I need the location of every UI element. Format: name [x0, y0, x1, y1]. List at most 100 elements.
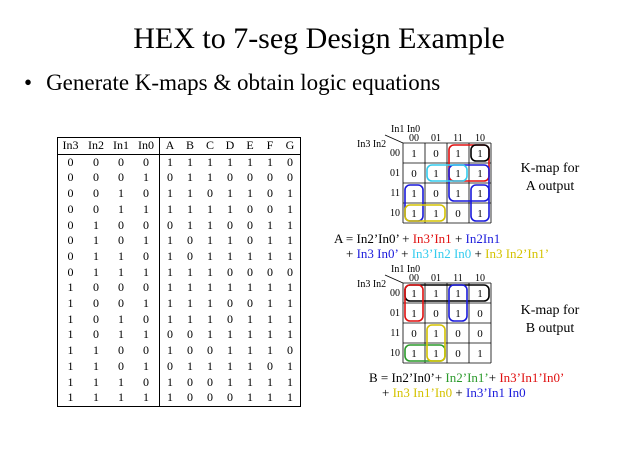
table-cell: 1 — [267, 280, 273, 295]
kmap-cell: 1 — [433, 168, 439, 180]
kmap-row-label: 01 — [390, 308, 400, 319]
kmap-cell: 0 — [411, 328, 417, 340]
table-cell: 1 — [67, 358, 74, 373]
table-cell: 0 — [227, 264, 233, 279]
kmap-cell: 1 — [477, 188, 483, 200]
table-cell: 1 — [247, 390, 253, 405]
kmap-cell: 0 — [455, 208, 461, 220]
table-cell: 0 — [227, 390, 233, 405]
kmap-row-label: 11 — [390, 328, 400, 339]
table-cell: 1 — [118, 186, 124, 201]
kmap-row-label: 00 — [390, 288, 400, 299]
table-cell: 0 — [133, 343, 160, 359]
table-cell: 1 — [227, 343, 233, 358]
kmap-cell: 0 — [433, 188, 439, 200]
table-cell: 1 — [207, 201, 213, 216]
kmap-group-loop — [426, 164, 468, 182]
table-cell: 0 — [267, 170, 273, 185]
table-cell: 0 — [67, 201, 74, 216]
table-cell: 0 — [118, 154, 124, 169]
kmap-row-var: In3 In2 — [357, 139, 386, 150]
table-cell: 1 — [167, 233, 173, 248]
table-cell: 1 — [267, 343, 273, 358]
equation-term: + — [488, 370, 500, 385]
bullet-point: •Generate K-maps & obtain logic equation… — [24, 70, 440, 96]
kmap-group-loop — [448, 164, 490, 202]
bullet-text: Generate K-maps & obtain logic equations — [46, 70, 441, 95]
table-cell: 0 — [93, 280, 99, 295]
table-cell: 0 — [167, 217, 173, 232]
table-cell: 1 — [187, 311, 193, 326]
table-cell: 0 — [247, 217, 253, 232]
table-cell: 0 — [247, 296, 253, 311]
kmap-cell: 1 — [455, 308, 461, 320]
kmap-a-label-line2: A output — [525, 179, 575, 194]
table-cell: 1 — [207, 358, 213, 373]
table-cell: 0 — [133, 374, 160, 391]
kmap-cell: 1 — [411, 208, 417, 220]
table-cell: 1 — [267, 233, 273, 248]
table-cell: 1 — [133, 264, 160, 281]
table-cell: 1 — [133, 296, 160, 312]
table-cell: 1 — [207, 248, 213, 263]
table-cell: 0 — [187, 374, 193, 389]
equation-a-line2: + In3 In0’ + In3’In2 In0 + In3 In2’In1’ — [346, 246, 549, 262]
table-cell: 1 — [207, 327, 213, 342]
column-header: B — [180, 137, 200, 155]
table-cell: 1 — [167, 390, 173, 405]
kmap-col-label: 10 — [475, 273, 485, 284]
table-cell: 1 — [187, 201, 193, 216]
table-cell: 1 — [207, 170, 213, 185]
kmap-cell: 1 — [433, 348, 439, 360]
table-cell: 0 — [93, 186, 99, 201]
table-cell: 0 — [67, 248, 74, 263]
table-cell: 0 — [167, 327, 173, 342]
equation-term: In3 In0’ — [356, 246, 398, 261]
table-cell: 0 — [267, 201, 273, 216]
table-cell: 1 — [118, 264, 124, 279]
table-cell: 1 — [207, 296, 213, 311]
kmap-cell: 1 — [411, 288, 417, 300]
column-header: E — [240, 137, 260, 155]
table-cell: 0 — [187, 343, 193, 358]
table-cell: 1 — [247, 358, 253, 373]
equation-term: In2’In1’ — [445, 370, 489, 385]
kmap-b-label-line1: K-map for — [520, 303, 580, 318]
table-cell: 0 — [118, 217, 124, 232]
kmap-col-label: 01 — [431, 133, 441, 144]
table-cell: 0 — [118, 233, 124, 248]
table-cell: 1 — [118, 201, 124, 216]
kmap-cell: 1 — [455, 288, 461, 300]
table-cell: 1 — [133, 390, 160, 407]
equation-b-line1: B = In2’In0’+ In2’In1’+ In3’In1’In0’ — [369, 370, 564, 386]
equation-term: A = In2’In0’ + — [334, 231, 413, 246]
table-cell: 0 — [93, 327, 99, 342]
table-cell: 0 — [67, 233, 74, 248]
table-cell: 1 — [133, 358, 160, 375]
table-cell: 0 — [287, 343, 293, 358]
table-cell: 0 — [187, 233, 193, 248]
kmap-col-var: In1 In0 — [391, 124, 420, 135]
table-cell: 0 — [267, 358, 273, 373]
table-cell: 1 — [167, 154, 173, 169]
table-cell: 0 — [118, 296, 124, 311]
kmap-row-label: 00 — [390, 148, 400, 159]
table-cell: 0 — [133, 248, 160, 265]
table-cell: 1 — [207, 311, 213, 326]
kmap-row-label: 11 — [390, 188, 400, 199]
column-header: F — [260, 137, 280, 155]
table-cell: 0 — [207, 343, 213, 358]
table-cell: 1 — [93, 217, 99, 232]
table-cell: 1 — [267, 217, 273, 232]
kmap-cell: 1 — [433, 288, 439, 300]
table-cell: 1 — [93, 390, 99, 405]
table-cell: 1 — [187, 154, 193, 169]
kmap-cell: 1 — [411, 148, 417, 160]
